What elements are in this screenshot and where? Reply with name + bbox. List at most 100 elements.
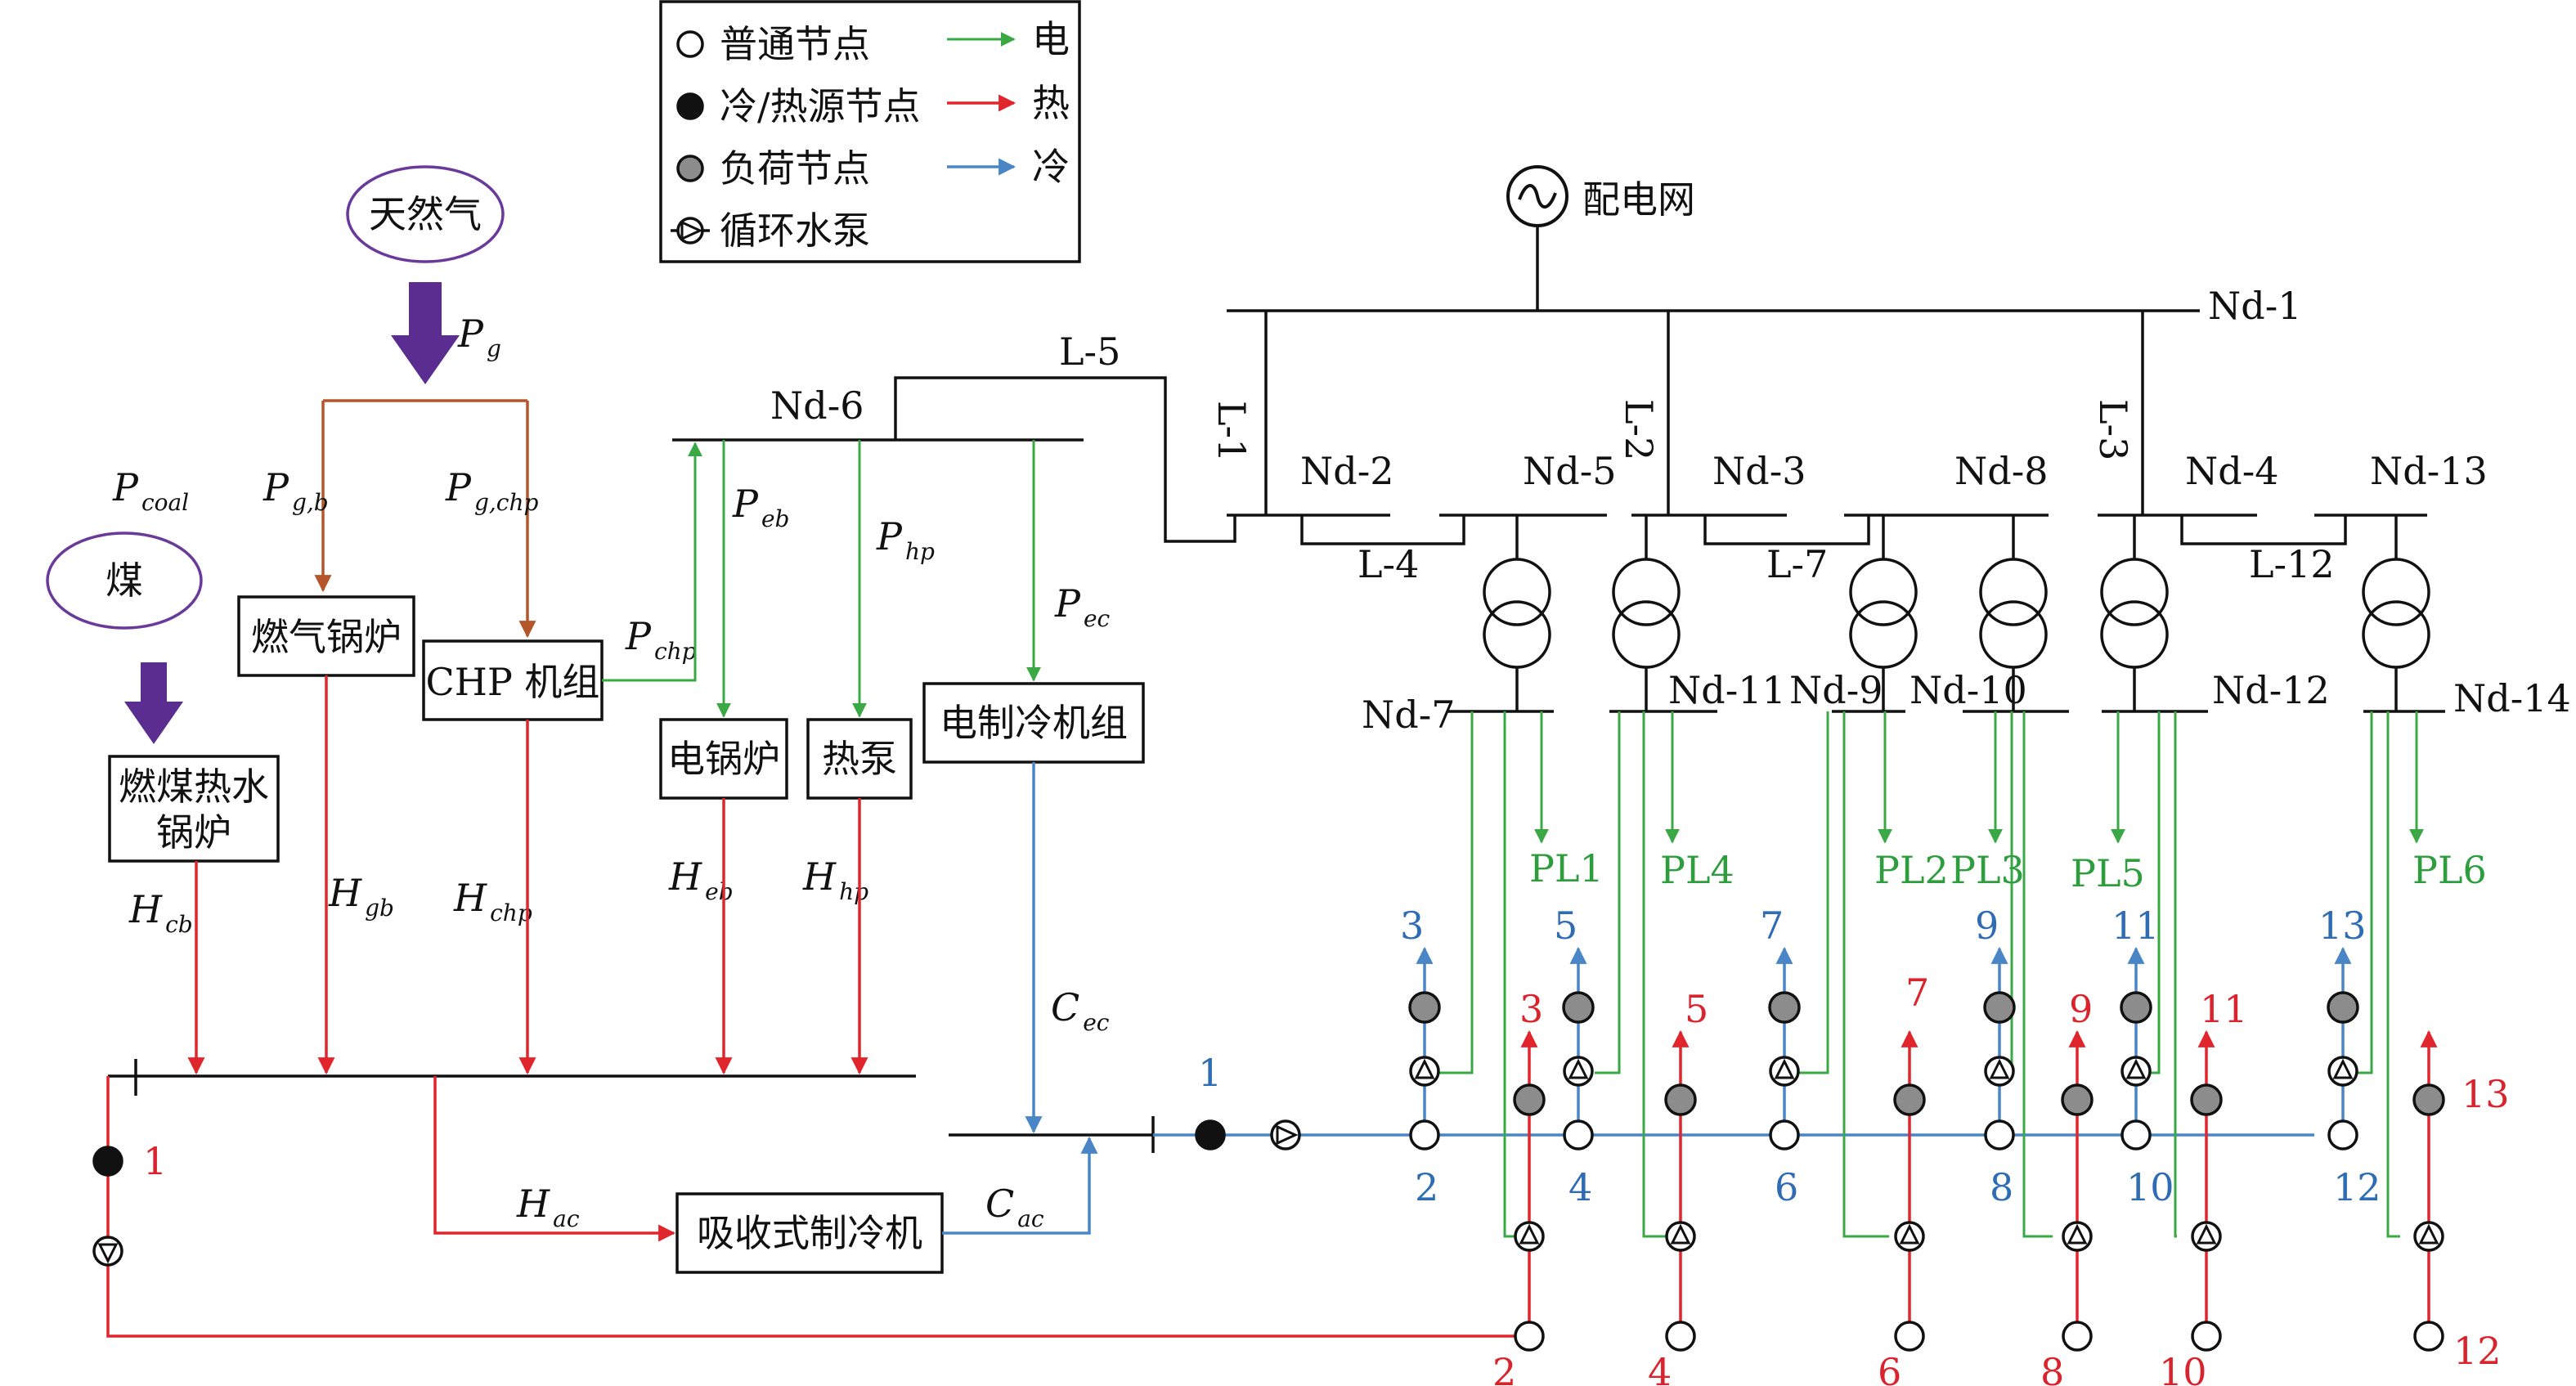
heat-load-node-9 (2061, 1083, 2094, 1116)
chp-unit-box (422, 639, 604, 721)
cold-pump-6-symbol (2332, 1058, 2354, 1079)
legend-pump-icon (671, 217, 710, 244)
heat-source-node (92, 1146, 123, 1177)
cold-node-2 (1409, 1119, 1440, 1151)
heat-node-8 (2062, 1321, 2093, 1352)
cold-node-label-12: 12 (2333, 1165, 2381, 1209)
gas-distribution (314, 399, 536, 639)
heat-node-1-label: 1 (143, 1139, 167, 1183)
heat-pump-2-symbol (1670, 1223, 1691, 1245)
cold-load-label-7: 7 (1760, 904, 1784, 948)
cold-node-label-2: 2 (1415, 1165, 1438, 1209)
nd10-label: Nd-10 (1910, 668, 2027, 712)
cold-node-label-6: 6 (1775, 1165, 1798, 1209)
grid-source-label: 配电网 (1582, 177, 1695, 222)
l5-label: L-5 (1059, 330, 1120, 374)
nd8-label: Nd-8 (1954, 449, 2049, 493)
heat-node-label-10: 10 (2159, 1350, 2207, 1386)
heat-load-label-5: 5 (1685, 987, 1708, 1031)
pl1-label: PL1 (1529, 846, 1604, 890)
nd14-label: Nd-14 (2453, 676, 2571, 720)
heat-load-label-7: 7 (1905, 971, 1929, 1015)
heat-node-10 (2191, 1321, 2222, 1352)
cold-node-1-label: 1 (1198, 1051, 1222, 1095)
gas-source-label: 天然气 (369, 192, 482, 236)
cold-node-label-4: 4 (1568, 1165, 1592, 1209)
cold-pump-3-symbol (1774, 1058, 1795, 1079)
heat-load-label-11: 11 (2200, 987, 2248, 1031)
transformer-nd8a (1849, 515, 1918, 711)
legend-load-node-icon (676, 155, 704, 182)
cold-load-label-13: 13 (2318, 904, 2367, 948)
line-l7 (1703, 515, 1870, 545)
heat-pump-6-symbol (2418, 1223, 2439, 1245)
cold-load-node-3 (1408, 991, 1441, 1024)
l4-label: L-4 (1358, 542, 1419, 586)
electric-boiler-box (659, 718, 788, 800)
legend-normal-node-icon (676, 30, 704, 58)
electric-feeders (1429, 711, 2424, 1238)
heat-load-node-13 (2412, 1083, 2445, 1116)
heat-load-label-13: 13 (2462, 1072, 2510, 1116)
nd5-label: Nd-5 (1523, 449, 1617, 493)
gas-boiler-label: 燃气锅炉 (251, 615, 402, 659)
cold-load-node-5 (1562, 991, 1595, 1024)
distribution-grid: 配电网 Nd-1 L-1 L-2 L-3 Nd-2 L-4 Nd-5 Nd-3 … (1209, 165, 2571, 737)
heat-load-label-9: 9 (2069, 987, 2093, 1031)
l3-label: L-3 (2091, 399, 2135, 460)
chp-unit-label: CHP 机组 (426, 660, 600, 704)
coal-boiler-label-line1: 燃煤热水 (119, 765, 269, 809)
l2-label: L-2 (1617, 399, 1661, 460)
gas-boiler-box (237, 595, 415, 677)
cold-load-node-11 (2120, 991, 2152, 1024)
cold-load-label-9: 9 (1975, 904, 1999, 948)
cold-pump (1270, 1119, 1301, 1151)
heat-node-label-6: 6 (1878, 1350, 1901, 1386)
heat-load-label-3: 3 (1519, 987, 1543, 1031)
coal-boiler-label-line2: 锅炉 (156, 810, 231, 854)
nd3-label: Nd-3 (1712, 449, 1806, 493)
cold-node-8 (1984, 1119, 2015, 1151)
legend-cold-label: 冷 (1032, 145, 1070, 189)
legend-electric-label: 电 (1032, 17, 1070, 61)
legend-source-node-label: 冷/热源节点 (720, 84, 921, 128)
cold-pump-2-symbol (1568, 1058, 1589, 1079)
heat-node-label-2: 2 (1492, 1350, 1516, 1386)
nd7-label: Nd-7 (1362, 693, 1456, 737)
legend-pump-label: 循环水泵 (720, 209, 870, 253)
nd1-label: Nd-1 (2208, 284, 2302, 328)
line-l5 (894, 376, 1236, 543)
transformer-nd4 (2100, 515, 2169, 711)
transformer-nd8b (1979, 515, 2048, 711)
cold-load-node-7 (1768, 991, 1801, 1024)
pl5-label: PL5 (2071, 851, 2145, 895)
cold-load-label-5: 5 (1554, 904, 1577, 948)
cold-load-label-3: 3 (1400, 904, 1424, 948)
pl6-label: PL6 (2412, 848, 2487, 892)
transformer-nd5 (1483, 515, 1551, 711)
legend-source-node-icon (676, 92, 704, 120)
nd4-label: Nd-4 (2185, 449, 2279, 493)
electric-chiller-label: 电制冷机组 (940, 701, 1128, 745)
coal-source: 煤 (46, 532, 203, 744)
cold-node-12 (2327, 1119, 2358, 1151)
heat-node-6 (1894, 1321, 1925, 1352)
heat-pump-4-symbol (2067, 1223, 2088, 1245)
heat-pump-1-symbol (1519, 1223, 1540, 1245)
nd11-label: Nd-11 (1668, 668, 1786, 712)
heat-load-node-11 (2190, 1083, 2223, 1116)
cold-load-node-13 (2327, 991, 2359, 1024)
nd2-label: Nd-2 (1300, 449, 1394, 493)
legend-load-node-label: 负荷节点 (720, 146, 870, 191)
cold-pump-5-symbol (2125, 1058, 2147, 1079)
heat-load-node-3 (1513, 1083, 1546, 1116)
